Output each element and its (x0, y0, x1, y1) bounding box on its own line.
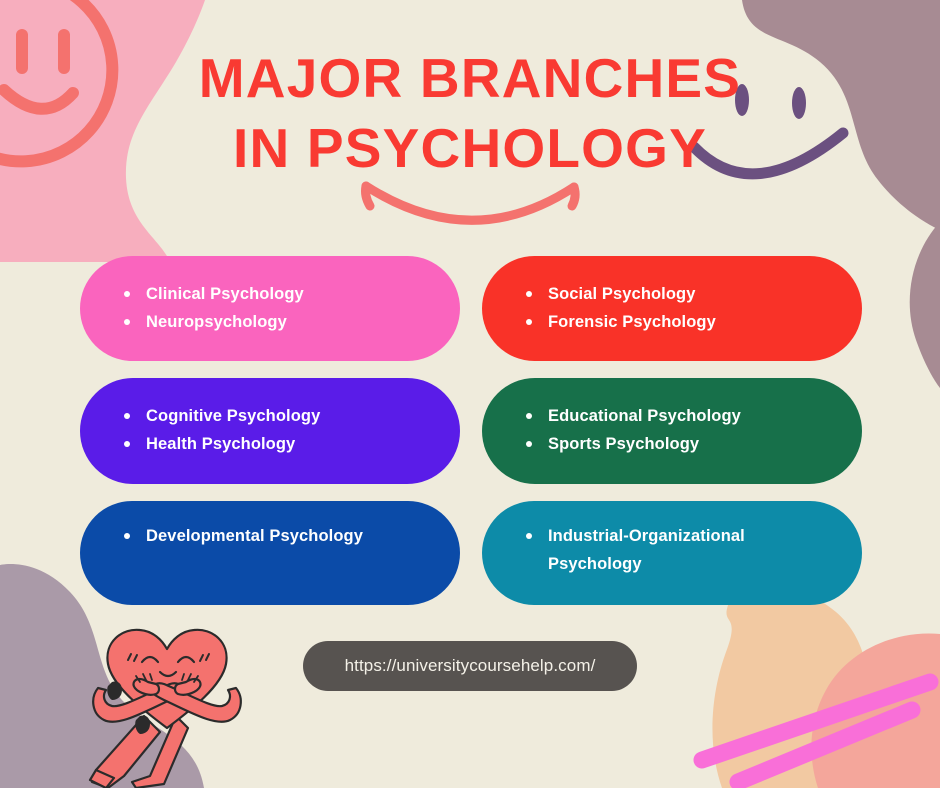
smiley-mouth (0, 84, 79, 115)
card-educational-sports[interactable]: Educational Psychology Sports Psychology (482, 378, 862, 484)
list-item: Social Psychology (522, 281, 828, 309)
heart-left-hand-fingers (135, 673, 153, 683)
website-url-badge[interactable]: https://universitycoursehelp.com/ (303, 641, 637, 691)
salmon-blob-bottom-right (811, 633, 940, 788)
coral-smile-arc-under-title (361, 181, 580, 225)
mauve-sliver-right (909, 222, 940, 388)
heart-left-cuff (107, 681, 122, 700)
pink-blob-top-left (0, 0, 205, 262)
list-item: Health Psychology (120, 431, 426, 459)
card-list: Developmental Psychology (120, 523, 426, 551)
card-industrial-organizational[interactable]: Industrial-Organizational Psychology (482, 501, 862, 605)
pink-diagonal-stripes (693, 673, 939, 788)
card-list: Educational Psychology Sports Psychology (522, 403, 828, 458)
card-social-forensic[interactable]: Social Psychology Forensic Psychology (482, 256, 862, 361)
card-cognitive-health[interactable]: Cognitive Psychology Health Psychology (80, 378, 460, 484)
heart-right-leg (130, 714, 190, 788)
card-clinical-neuro[interactable]: Clinical Psychology Neuropsychology (80, 256, 460, 361)
list-item: Neuropsychology (120, 309, 426, 337)
heart-left-foot (88, 768, 116, 788)
card-list: Clinical Psychology Neuropsychology (120, 281, 426, 336)
heart-right-blush (199, 653, 210, 662)
card-list: Industrial-Organizational Psychology (522, 523, 828, 578)
smiley-circle-outline (0, 0, 119, 168)
heart-character-hugging (88, 628, 242, 788)
heart-left-eye (140, 655, 160, 664)
list-item: Developmental Psychology (120, 523, 426, 551)
purple-smiley-mouth (688, 127, 849, 180)
list-item: Cognitive Psychology (120, 403, 426, 431)
heart-right-cuff (135, 715, 150, 734)
heart-mouth (158, 670, 178, 678)
title-line-2: IN PSYCHOLOGY (233, 116, 707, 179)
card-list: Cognitive Psychology Health Psychology (120, 403, 426, 458)
pink-stripe-lower (729, 701, 921, 788)
card-row-2: Cognitive Psychology Health Psychology E… (80, 378, 862, 484)
list-item: Forensic Psychology (522, 309, 828, 337)
mauve-blob-top-right (742, 0, 940, 230)
heart-left-hand (132, 677, 161, 696)
heart-right-hand (173, 677, 202, 696)
card-list: Social Psychology Forensic Psychology (522, 281, 828, 336)
purple-smiley-face-top-right (688, 84, 849, 180)
list-item: Industrial-Organizational Psychology (522, 523, 828, 578)
card-row-3: Developmental Psychology Industrial-Orga… (80, 501, 862, 605)
list-item: Clinical Psychology (120, 281, 426, 309)
coral-smiley-face-top-left (0, 0, 119, 168)
title-line-1: MAJOR BRANCHES (198, 47, 742, 109)
list-item: Educational Psychology (522, 403, 828, 431)
heart-right-hand-fingers (181, 673, 199, 683)
heart-right-eye (176, 655, 196, 664)
purple-smiley-left-eye (735, 84, 749, 116)
purple-smiley-right-eye (792, 87, 806, 119)
heart-left-blush (127, 653, 138, 662)
pink-stripe-upper (693, 673, 939, 769)
card-developmental[interactable]: Developmental Psychology (80, 501, 460, 605)
website-url-text: https://universitycoursehelp.com/ (344, 656, 596, 675)
branch-card-grid: Clinical Psychology Neuropsychology Soci… (80, 256, 862, 622)
card-row-1: Clinical Psychology Neuropsychology Soci… (80, 256, 862, 361)
list-item: Sports Psychology (522, 431, 828, 459)
page-title: MAJOR BRANCHES IN PSYCHOLOGY (0, 44, 940, 184)
